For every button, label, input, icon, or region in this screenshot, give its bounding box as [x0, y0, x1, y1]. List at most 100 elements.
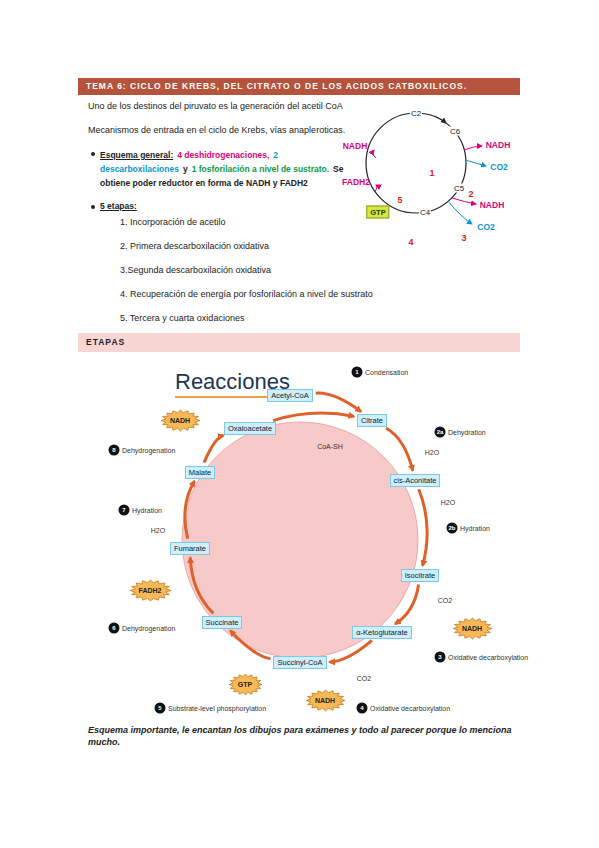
- step-number: 4: [408, 237, 413, 247]
- colored-term: NADH: [480, 200, 505, 210]
- colored-term: CO2: [477, 222, 494, 232]
- carbon-label: C5: [453, 184, 465, 193]
- reaction-arrow: [386, 428, 413, 471]
- gtp-box: GTP: [366, 206, 389, 219]
- cycle-disk: [182, 422, 418, 658]
- step-label: CO2: [438, 597, 452, 604]
- starburst: NADH: [452, 617, 493, 640]
- caption: Esquema importante, le encantan los dibu…: [88, 724, 518, 748]
- metabolite-name: α-Ketoglutarate: [356, 628, 407, 637]
- burst-outline: [306, 690, 345, 711]
- step-label: Dehydrogenation: [122, 625, 175, 632]
- body-text: 4. Recuperación de energía por fosforila…: [120, 289, 373, 299]
- paragraph-text: y: [183, 164, 188, 174]
- colored-term: FADH2: [342, 177, 370, 187]
- colored-term: CO2: [490, 162, 507, 172]
- metabolite-box: Isocitrate: [401, 569, 439, 582]
- carbon-label: C6: [449, 127, 461, 136]
- bullet-dot: [91, 152, 95, 156]
- underlined-heading: Esquema general:: [100, 150, 173, 160]
- step-label: CoA-SH: [317, 443, 343, 450]
- step-number: 1: [429, 168, 434, 178]
- burst-outline: [453, 618, 492, 639]
- step-label: CO2: [357, 675, 371, 682]
- metabolite-box: Succinate: [202, 616, 243, 629]
- step-number: 3: [461, 233, 466, 243]
- step-label: Hydration: [460, 525, 490, 532]
- band-text: ETAPAS: [78, 333, 520, 352]
- body-text: 5. Tercera y cuarta oxidaciones: [120, 313, 244, 323]
- colored-term: NADH: [343, 141, 368, 151]
- body-text: 3.Segunda descarboxilación oxidativa: [120, 265, 271, 275]
- metabolite-name: Malate: [189, 468, 212, 477]
- callout-number: 3: [435, 652, 446, 663]
- burst-text: NADH: [462, 625, 482, 632]
- reaction-arrow: [190, 558, 213, 614]
- small-cycle: [366, 113, 486, 224]
- body-text: Mecanismos de entrada en el ciclo de Kre…: [88, 125, 345, 135]
- metabolite-box: Citrate: [357, 414, 387, 427]
- metabolite-name: Oxaloacetate: [228, 424, 272, 433]
- callout-number: 8: [109, 445, 120, 456]
- metabolite-box: Fumarate: [170, 542, 210, 555]
- callout-number: 2b: [447, 523, 458, 534]
- step-label: Substrate-level phosphorylation: [168, 705, 266, 712]
- burst-text: NADH: [315, 697, 335, 704]
- metabolite-box: Malate: [185, 466, 216, 479]
- underlined-heading: 5 etapas:: [100, 201, 137, 211]
- metabolite-box: α-Ketoglutarate: [352, 626, 411, 639]
- step-label: Oxidative decarboxylation: [370, 705, 450, 712]
- reaction-arrow: [185, 481, 195, 538]
- callout-number: 2a: [435, 427, 446, 438]
- metabolite-name: Isocitrate: [405, 571, 435, 580]
- metabolite-name: Succinate: [206, 618, 239, 627]
- metabolite-box: Acetyl-CoA: [267, 389, 313, 402]
- step-label: H2O: [425, 449, 439, 456]
- callout-number: 6: [109, 623, 120, 634]
- reaction-arrow: [273, 413, 354, 421]
- reaction-arrow: [204, 435, 224, 462]
- step-number: 2: [468, 189, 473, 199]
- burst-text: NADH: [170, 417, 190, 424]
- reaction-arrow: [316, 393, 361, 412]
- metabolite-box: Oxaloacetate: [224, 422, 276, 435]
- callout-number: 4: [357, 703, 368, 714]
- metabolite-box: cis-Aconitate: [390, 474, 441, 487]
- colored-term: NADH: [486, 140, 511, 150]
- bullet-dot: [91, 205, 95, 209]
- reaction-arrow: [419, 489, 427, 565]
- carbon-label: C2: [410, 109, 422, 118]
- metabolite-name: Acetyl-CoA: [271, 391, 309, 400]
- burst-outline: [130, 580, 171, 601]
- step-label: Oxidative decarboxylation: [448, 654, 528, 661]
- step-label: H2O: [151, 527, 165, 534]
- burst-text: GTP: [238, 681, 252, 688]
- body-text: 1. Incorporación de acetilo: [120, 217, 226, 227]
- burst-outline: [161, 410, 200, 431]
- body-text: Uno de los destinos del piruvato es la g…: [88, 101, 343, 111]
- carbon-label: C4: [419, 208, 431, 217]
- reaction-arrow: [395, 585, 419, 624]
- step-label: Dehydration: [448, 429, 486, 436]
- step-label: Hydration: [132, 507, 162, 514]
- reaction-arrow: [330, 640, 373, 662]
- starburst: NADH: [305, 689, 346, 712]
- metabolite-box: Succinyl-CoA: [273, 656, 326, 669]
- step-label: H2O: [441, 499, 455, 506]
- reaction-arrow: [230, 631, 270, 659]
- step-label: Condensation: [365, 369, 408, 376]
- step-label: Dehydrogenation: [122, 447, 175, 454]
- metabolite-name: Succinyl-CoA: [277, 658, 322, 667]
- starburst: FADH2: [129, 579, 172, 602]
- callout-number: 7: [119, 505, 130, 516]
- step-number: 5: [397, 195, 402, 205]
- metabolite-name: Citrate: [361, 416, 383, 425]
- callout-number: 1: [352, 367, 363, 378]
- section-band: ETAPAS: [78, 333, 520, 352]
- colored-term: 4 deshidrogenaciones,: [177, 150, 269, 160]
- metabolite-name: cis-Aconitate: [394, 476, 437, 485]
- bullet-paragraph: Esquema general:4 deshidrogenaciones,2 d…: [100, 147, 348, 189]
- burst-text: FADH2: [139, 587, 162, 594]
- burst-outline: [229, 674, 262, 695]
